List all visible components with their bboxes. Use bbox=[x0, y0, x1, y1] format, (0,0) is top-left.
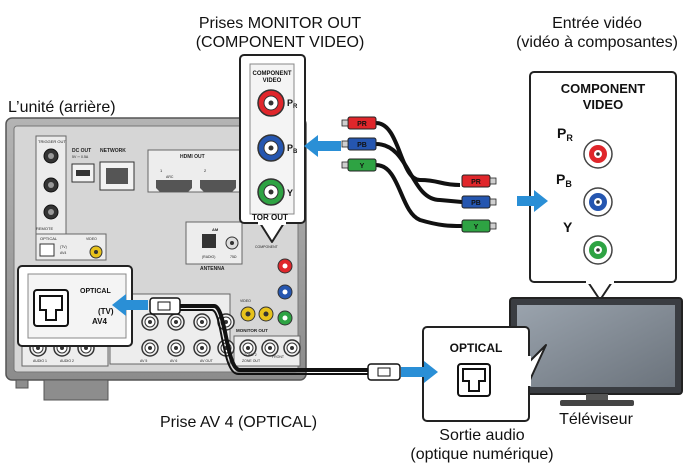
component-plug-y: Y bbox=[341, 158, 377, 172]
label-hdmi-out: HDMI OUT bbox=[180, 154, 205, 160]
label-monitor-out: MONITOR OUT bbox=[236, 328, 268, 333]
hdmi-port-1 bbox=[156, 180, 192, 192]
label-network: NETWORK bbox=[100, 148, 126, 154]
label-radio: (RADIO) bbox=[202, 255, 215, 259]
caption-audio-out-1: Sortie audio bbox=[439, 427, 524, 444]
optical-callout-label: OPTICAL bbox=[80, 288, 111, 295]
label-dc-spec: 5V ⎓ 0.5A bbox=[72, 155, 89, 159]
label-arc: ARC bbox=[166, 175, 174, 179]
label-hdmi-2: 2 bbox=[204, 168, 207, 173]
caption-unit-rear: L’unité (arrière) bbox=[8, 99, 116, 116]
caption-av4-jack: Prise AV 4 (OPTICAL) bbox=[160, 414, 317, 431]
monitor-callout-footer: TOR OUT bbox=[252, 213, 288, 222]
monitor-out-callout: COMPONENT VIDEO PR PB Y TOR OUT bbox=[239, 54, 306, 243]
arrow-to-tv-optical bbox=[401, 361, 438, 383]
caption-monitor-out-2: (COMPONENT VIDEO) bbox=[196, 34, 365, 51]
component-plug-label: PR bbox=[357, 121, 367, 128]
component-cable: PR PB Y PR PB Y bbox=[341, 116, 497, 233]
hdmi-port-2 bbox=[200, 180, 236, 192]
monitor-callout-title-1: COMPONENT bbox=[253, 71, 292, 77]
label-av-6: AV 6 bbox=[170, 359, 177, 363]
component-plug-label: Y bbox=[474, 224, 479, 231]
component-plug-label: PB bbox=[357, 142, 367, 149]
label-zone-out: ZONE OUT bbox=[242, 359, 261, 363]
label-video-monitor: VIDEO bbox=[240, 299, 251, 303]
receiver-foot-left bbox=[43, 379, 109, 401]
label-antenna: ANTENNA bbox=[200, 266, 225, 272]
label-video-small: VIDEO bbox=[86, 237, 97, 241]
optical-callout-tv: (TV) bbox=[98, 307, 114, 316]
label-tv-small: (TV) bbox=[60, 245, 67, 249]
label-audio-2: AUDIO 2 bbox=[60, 359, 74, 363]
optical-cable bbox=[149, 297, 401, 381]
caption-audio-out-2: (optique numérique) bbox=[410, 446, 553, 463]
tv-panel-title-2: VIDEO bbox=[583, 97, 623, 112]
label-hdmi-1: 1 bbox=[160, 168, 163, 173]
caption-video-in-1: Entrée vidéo bbox=[552, 15, 642, 32]
component-plug-y: Y bbox=[461, 219, 497, 233]
label-av-5: AV 5 bbox=[140, 359, 147, 363]
tv-y-label: Y bbox=[563, 219, 573, 235]
component-plug-label: PR bbox=[471, 179, 481, 186]
component-plug-pb: PB bbox=[461, 195, 497, 209]
tv-optical-label: OPTICAL bbox=[450, 341, 503, 355]
tv-pr-label: PR bbox=[557, 125, 573, 143]
label-audio-1: AUDIO 1 bbox=[33, 359, 47, 363]
television bbox=[509, 297, 683, 406]
label-dc-out: DC OUT bbox=[72, 148, 91, 154]
optical-callout-av4: AV4 bbox=[92, 317, 108, 326]
component-plug-label: PB bbox=[471, 200, 481, 207]
label-av4-small: AV4 bbox=[60, 251, 66, 255]
tv-component-panel: COMPONENT VIDEO PR PB Y bbox=[529, 71, 677, 301]
component-plug-label: Y bbox=[360, 163, 365, 170]
receiver-optical-callout: OPTICAL (TV) AV4 bbox=[17, 265, 133, 347]
monitor-y-label: Y bbox=[287, 188, 293, 198]
arrow-to-receiver-optical bbox=[112, 294, 148, 316]
label-zone-2: ZONE 2 bbox=[244, 353, 257, 357]
monitor-callout-title-2: VIDEO bbox=[263, 78, 282, 84]
label-trigger-out: TRIGGER OUT bbox=[38, 139, 66, 144]
caption-video-in-2: (vidéo à composantes) bbox=[516, 34, 678, 51]
captions: Prises MONITOR OUT (COMPONENT VIDEO) Ent… bbox=[8, 15, 678, 463]
label-component-small: COMPONENT bbox=[255, 245, 279, 249]
optical-jack-small bbox=[39, 243, 55, 257]
label-am: AM bbox=[212, 227, 219, 232]
component-plug-pr: PR bbox=[341, 116, 377, 130]
component-plug-pr: PR bbox=[461, 174, 497, 188]
tv-panel-title-1: COMPONENT bbox=[561, 81, 646, 96]
arrow-to-monitor-out bbox=[304, 135, 341, 157]
tv-optical-callout: OPTICAL bbox=[422, 326, 547, 422]
arrow-to-tv-component bbox=[517, 190, 548, 212]
label-av-out: AV OUT bbox=[200, 359, 214, 363]
label-75-ohm: 75Ω bbox=[230, 255, 237, 259]
am-terminal bbox=[202, 234, 216, 248]
monitor-pr-label: PR bbox=[287, 98, 298, 110]
label-optical-small: OPTICAL bbox=[40, 236, 58, 241]
label-remote: REMOTE bbox=[36, 226, 53, 231]
component-plug-pb: PB bbox=[341, 137, 377, 151]
signal-arrows bbox=[112, 135, 548, 383]
monitor-pb-label: PB bbox=[287, 143, 298, 155]
caption-tv: Téléviseur bbox=[559, 411, 633, 428]
label-front: FRONT bbox=[272, 355, 285, 359]
tv-pb-label: PB bbox=[556, 171, 572, 189]
caption-monitor-out-1: Prises MONITOR OUT bbox=[199, 15, 362, 32]
